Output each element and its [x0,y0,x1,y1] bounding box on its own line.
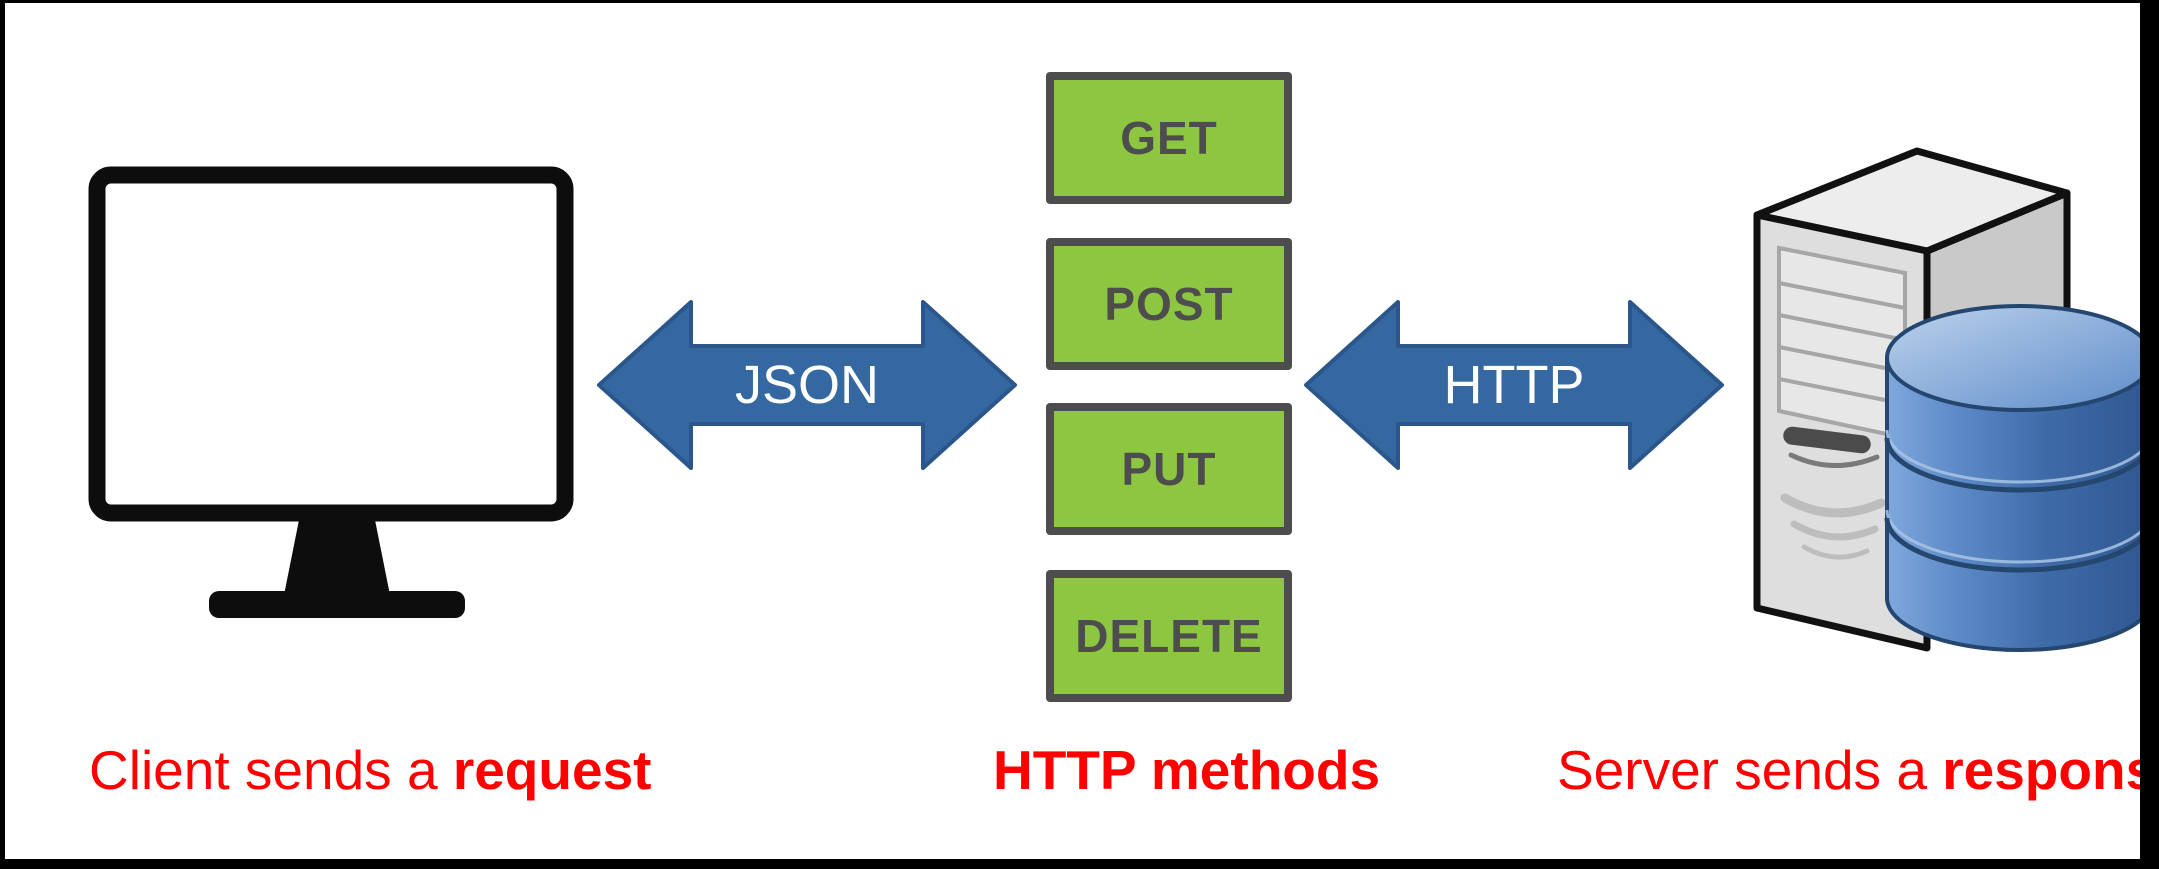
json-arrow-icon: JSON [597,300,1017,470]
server-caption: Server sends a response [1557,739,2157,801]
methods-caption: HTTP methods [993,739,1381,801]
database-divider-2 [1884,517,2140,573]
client-caption-emphasis: request [452,739,652,801]
server-slot [1783,426,1880,468]
json-arrow-label: JSON [735,355,879,415]
http-arrow-shape [1304,300,1724,470]
server-drive-bays [1777,245,1907,441]
client-caption: Client sends a request [89,739,652,801]
server-caption-emphasis: response [1942,739,2157,801]
method-label-delete: DELETE [1075,610,1263,662]
http-arrow-label: HTTP [1444,355,1585,415]
server-caption-text: Server sends a [1557,739,1943,801]
database-cylinder [1884,304,2140,652]
database-body [1885,358,2140,652]
monitor-stand-base [209,591,465,618]
http-arrow-icon: HTTP [1304,300,1724,470]
method-label-put: PUT [1121,443,1217,495]
methods-caption-text: HTTP methods [993,739,1381,801]
method-box-post: POST [1046,238,1292,370]
database-divider-1 [1884,437,2140,493]
client-caption-text: Client sends a [89,739,453,801]
json-arrow-shape [597,300,1017,470]
method-box-delete: DELETE [1046,570,1292,702]
method-box-put: PUT [1046,403,1292,535]
client-monitor-icon [88,166,574,618]
method-label-post: POST [1104,278,1234,330]
method-label-get: GET [1120,112,1218,164]
method-box-get: GET [1046,72,1292,204]
monitor-screen [88,166,574,522]
server-vents [1780,493,1886,560]
database-top [1885,304,2140,412]
server-database-icon [1753,147,2140,652]
monitor-stand-neck [284,515,390,595]
